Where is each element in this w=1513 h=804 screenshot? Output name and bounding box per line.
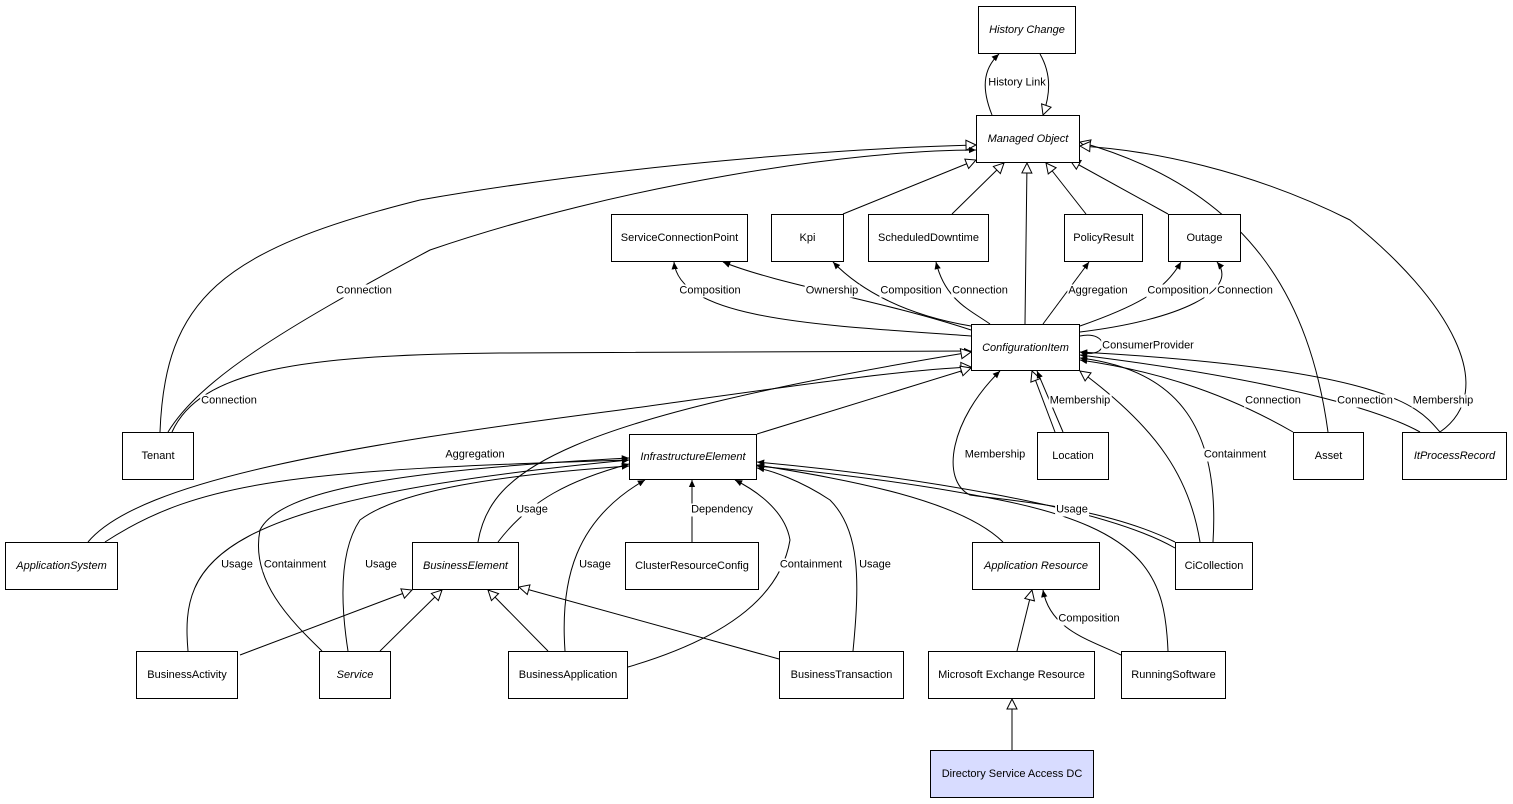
node-application-system[interactable]: ApplicationSystem (5, 542, 118, 590)
edge-composition-scp (671, 261, 972, 337)
edge-asset-generalization (1080, 142, 1329, 433)
label-containment-service: Containment (262, 558, 328, 572)
label-containment-bapp: Containment (778, 558, 844, 572)
edge-usage-bapp (563, 479, 646, 652)
label-history-link: History Link (987, 76, 1047, 90)
edge-connection-sd (934, 261, 991, 325)
edge-usage-cicoll (756, 459, 1176, 549)
node-location[interactable]: Location (1037, 432, 1109, 480)
edge-kpi-generalization (842, 160, 976, 215)
label-tenant-connection-ci: Connection (200, 394, 258, 408)
edge-cicoll-membership (952, 370, 1176, 543)
node-policy-result[interactable]: PolicyResult (1064, 214, 1143, 262)
edge-containment-service (258, 455, 630, 652)
node-business-activity[interactable]: BusinessActivity (136, 651, 238, 699)
label-composition-outage: Composition (1146, 284, 1210, 298)
edge-ar-to-ie (756, 462, 1004, 543)
edge-connection-asset (1079, 357, 1294, 433)
node-infrastructure-element[interactable]: InfrastructureElement (629, 434, 757, 480)
edge-tenant-generalization (159, 145, 976, 433)
edge-usage-be (497, 462, 630, 543)
edge-tenant-connection-mo (167, 146, 977, 433)
label-usage-service: Usage (364, 558, 398, 572)
edge-tenant-connection-ci (171, 347, 972, 433)
node-outage[interactable]: Outage (1168, 214, 1241, 262)
node-service-connection-point[interactable]: ServiceConnectionPoint (611, 214, 748, 262)
edge-service-generalization (379, 590, 442, 652)
edge-usage-ba (186, 457, 630, 652)
node-it-process-record[interactable]: ItProcessRecord (1402, 432, 1507, 480)
label-composition-scp: Composition (678, 284, 742, 298)
edge-appsys-generalization (87, 367, 971, 543)
node-business-element[interactable]: BusinessElement (412, 542, 519, 590)
label-ownership: Ownership (804, 284, 860, 298)
edge-containment-cicoll (1079, 355, 1215, 543)
edge-composition-kpi (832, 261, 972, 327)
edge-connection-itpr (1079, 352, 1421, 433)
edge-outage-generalization (1070, 160, 1169, 215)
node-application-resource[interactable]: Application Resource (972, 542, 1100, 590)
edge-rs-to-ie (756, 463, 1169, 652)
label-aggregation-appsys: Aggregation (444, 448, 506, 462)
label-membership-location: Membership (1048, 394, 1112, 408)
label-usage-be: Usage (515, 503, 549, 517)
edge-composition-rs (1041, 589, 1122, 656)
label-membership-itpr: Membership (1411, 394, 1475, 408)
edge-ci-generalization (1025, 163, 1027, 325)
node-tenant[interactable]: Tenant (122, 432, 194, 480)
edge-ie-generalization (756, 368, 971, 435)
edge-be-generalization-ci (477, 352, 971, 543)
label-dependency: Dependency (690, 503, 754, 517)
node-business-application[interactable]: BusinessApplication (508, 651, 628, 699)
edge-mer-generalization (1016, 590, 1032, 652)
node-asset[interactable]: Asset (1293, 432, 1364, 480)
label-composition-rs: Composition (1057, 612, 1121, 626)
node-kpi[interactable]: Kpi (771, 214, 844, 262)
label-usage-bapp: Usage (578, 558, 612, 572)
node-ci-collection[interactable]: CiCollection (1175, 542, 1253, 590)
edge-consumer-provider (1079, 334, 1103, 357)
edge-cicoll-generalization (1080, 371, 1201, 543)
label-usage-ba: Usage (220, 558, 254, 572)
edge-bt-generalization (519, 587, 780, 660)
label-connection-outage: Connection (1216, 284, 1274, 298)
label-composition-kpi: Composition (879, 284, 943, 298)
label-consumer-provider: ConsumerProvider (1101, 339, 1195, 353)
edge-ba-generalization (239, 590, 412, 656)
edge-location-generalization-a (1032, 371, 1056, 433)
node-history-change[interactable]: History Change (978, 6, 1076, 54)
label-containment-cicoll: Containment (1202, 448, 1268, 462)
node-scheduled-downtime[interactable]: ScheduledDowntime (868, 214, 989, 262)
edge-usage-service (342, 463, 630, 652)
edge-history-generalization (1039, 53, 1049, 115)
label-connection-asset: Connection (1244, 394, 1302, 408)
edge-history-link (984, 53, 1000, 116)
label-aggregation-pr: Aggregation (1067, 284, 1129, 298)
label-tenant-connection-mo: Connection (335, 284, 393, 298)
node-configuration-item[interactable]: ConfigurationItem (971, 324, 1080, 371)
label-usage-bt: Usage (858, 558, 892, 572)
edge-itpr-generalization (1080, 146, 1467, 433)
label-membership-cicoll: Membership (963, 448, 1027, 462)
edge-appsys-aggregation (104, 457, 630, 543)
edge-pr-generalization (1046, 163, 1087, 215)
node-service[interactable]: Service (319, 651, 391, 699)
node-running-software[interactable]: RunningSoftware (1121, 651, 1226, 699)
label-connection-itpr: Connection (1336, 394, 1394, 408)
edge-sd-generalization (951, 163, 1004, 215)
node-managed-object[interactable]: Managed Object (976, 115, 1080, 163)
edge-aggregation-pr (1042, 261, 1090, 325)
label-connection-sd: Connection (951, 284, 1009, 298)
edge-connection-outage (1079, 261, 1225, 333)
node-cluster-resource-config[interactable]: ClusterResourceConfig (625, 542, 759, 590)
node-business-transaction[interactable]: BusinessTransaction (779, 651, 904, 699)
label-usage-cicoll: Usage (1055, 503, 1089, 517)
node-microsoft-exchange-resource[interactable]: Microsoft Exchange Resource (928, 651, 1095, 699)
edge-usage-bt (756, 465, 858, 652)
node-directory-service-access-dc[interactable]: Directory Service Access DC (930, 750, 1094, 798)
edge-bapp-generalization (488, 590, 549, 652)
edge-membership-itpr (1079, 349, 1441, 433)
